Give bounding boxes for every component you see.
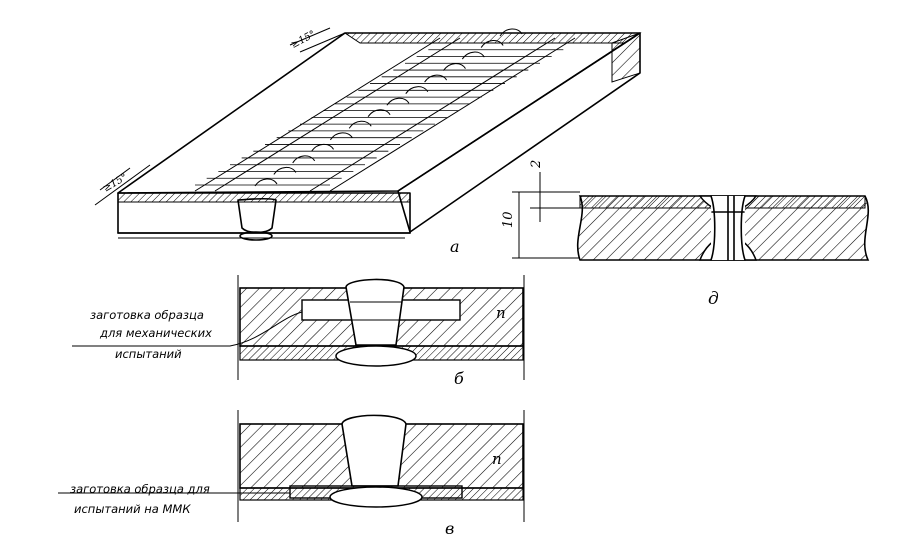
groove-scan-lines [195,42,575,186]
plate-label-p2: п [492,450,502,468]
weld-bead-ripple [461,51,485,60]
weld-bead-ripple [329,132,353,141]
plate-label-p1: п [496,304,506,322]
weld-bead-ripple [499,28,523,37]
weld-bead-ripple [424,74,448,83]
view-label-v: в [445,519,454,538]
note-v-line2: испытаний на ММК [74,502,191,516]
view-a-isometric-plate: ≥15° ≥15° а [94,27,642,256]
note-b-line1: заготовка образца [90,308,204,322]
weld-bead-ripples [254,28,523,187]
note-b-line2: для механических [99,326,212,340]
weld-bead-ripple [386,97,410,106]
weld-bead-ripple [443,63,466,71]
weld-bead-ripple [348,120,372,129]
weld-bead-ripple [367,109,391,118]
note-v-line1: заготовка образца для [70,482,210,496]
note-b-line3: испытаний [115,347,182,361]
view-label-b: б [454,369,464,388]
angle-top-label: ≥15° [289,29,317,51]
view-v-section: заготовка образца для испытаний на ММК п… [58,410,525,538]
view-label-a: а [450,237,460,256]
weld-bead-ripple [311,143,334,152]
angle-bottom-label: ≥15° [101,172,129,195]
view-label-d: д [708,289,719,309]
weld-bead-ripple [254,178,278,187]
weld-bead-ripple [292,155,316,164]
weld-bead-ripple [273,166,297,175]
weld-bead-ripple [405,86,429,94]
dim-gap: 2 [529,160,544,169]
dim-thickness: 10 [501,211,516,228]
view-b-section: заготовка образца для механических испыт… [72,275,525,388]
weld-bead-ripple [480,40,504,48]
view-d-cross-section: 10 2 д [501,160,870,309]
